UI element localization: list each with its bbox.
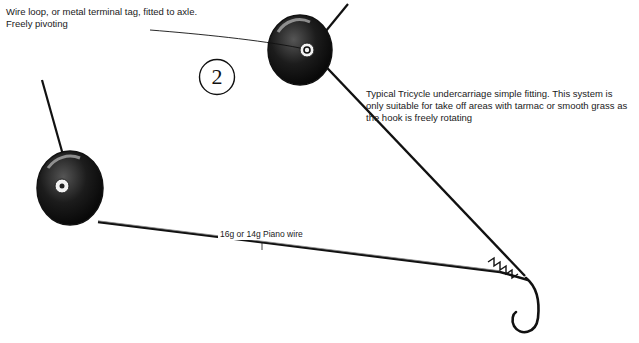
part-label: 16g or 14g Piano wire (218, 229, 305, 240)
piano-wire (98, 222, 528, 280)
callout-note: Wire loop, or metal terminal tag, fitted… (6, 6, 206, 30)
wheel (37, 151, 103, 225)
wire-highlight (98, 221, 500, 271)
wheel (268, 15, 332, 85)
wire-binding (488, 258, 518, 278)
piano-wire (312, 52, 525, 276)
hook (513, 278, 539, 332)
callout-circle: 2 (198, 58, 236, 96)
leader-line (150, 30, 300, 48)
leader-line (262, 242, 263, 250)
description-note: Typical Tricycle undercarriage simple fi… (366, 88, 632, 124)
callout-number: 2 (198, 58, 236, 96)
